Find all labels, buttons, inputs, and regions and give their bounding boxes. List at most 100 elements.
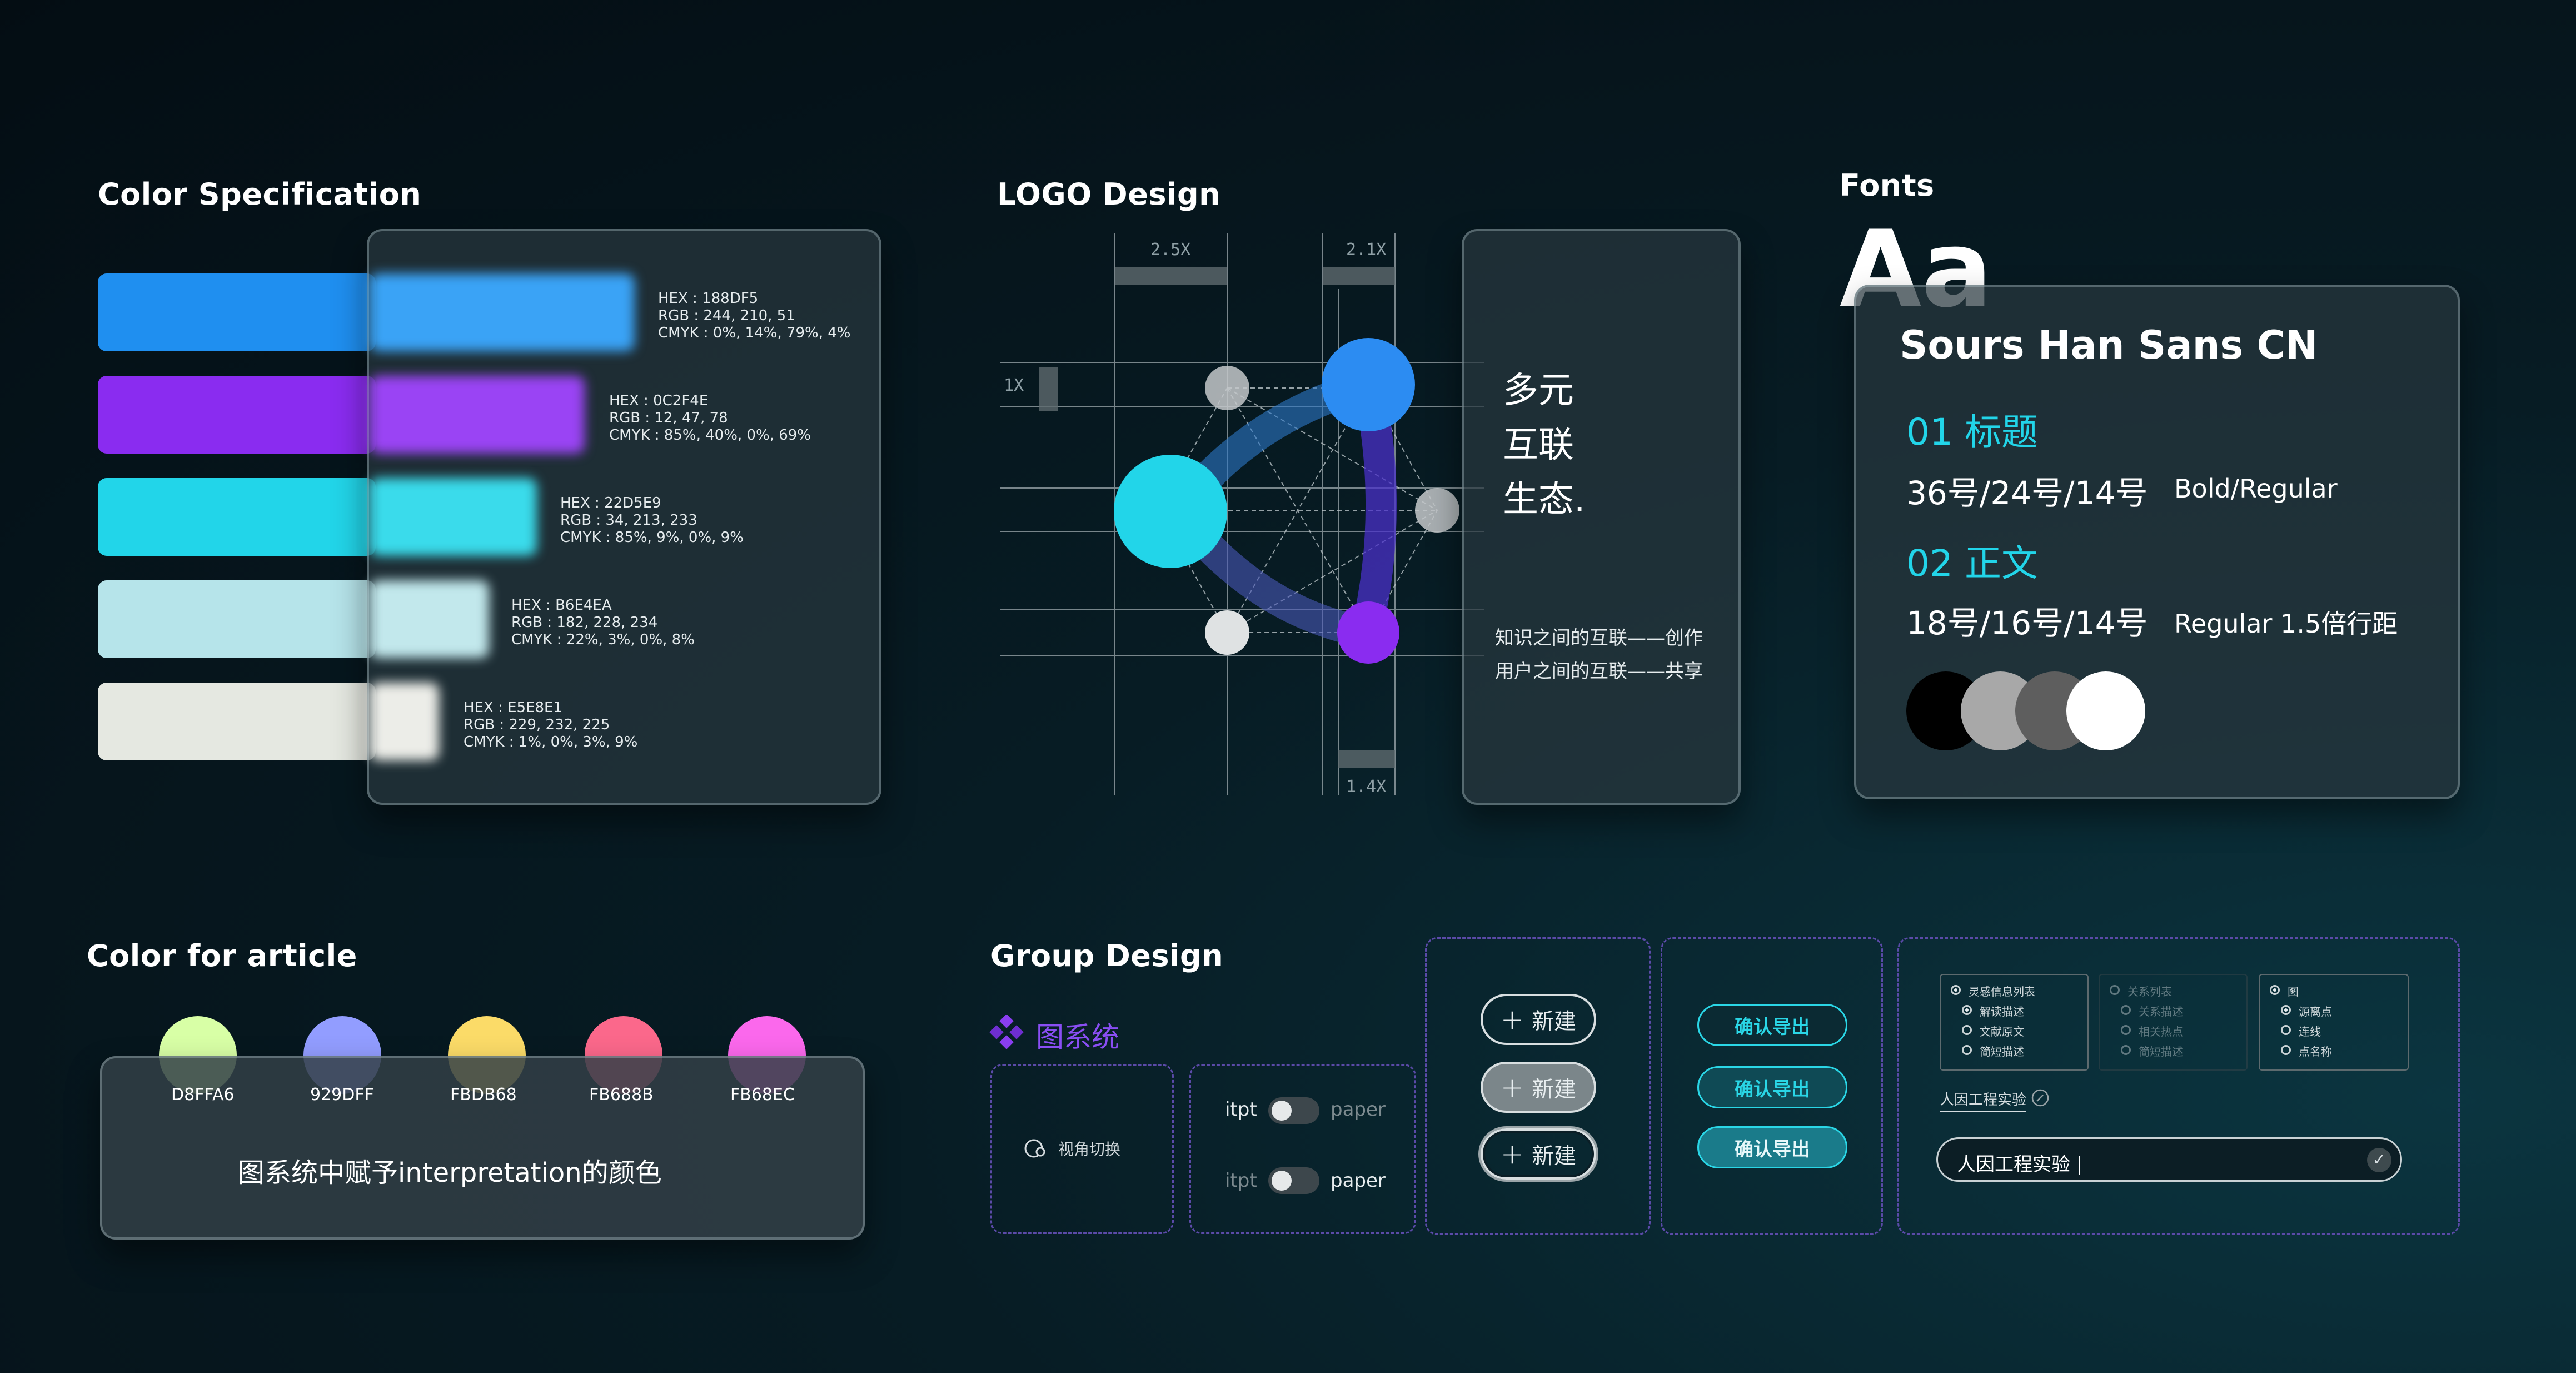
tag-label[interactable]: 人因工程实验	[1940, 1088, 2027, 1112]
logo-description: 知识之间的互联——创作 用户之间的互联——共享	[1495, 627, 1703, 683]
logo-headline: 多元 互联 生态.	[1503, 370, 1586, 520]
toggle-right-label-1: paper	[1331, 1098, 1386, 1121]
new-button-hover[interactable]: + 新建	[1481, 1062, 1596, 1113]
color-bar-5-blur	[370, 683, 439, 760]
article-color-label-5: FB68EC	[730, 1085, 795, 1105]
toggle-left-label-1: itpt	[1225, 1098, 1257, 1121]
fonts-panel	[1854, 285, 2460, 799]
logo-construction-diagram	[1000, 233, 1484, 795]
plus-icon: +	[1501, 1138, 1524, 1170]
list-panel-3-item-3: 点名称	[2299, 1045, 2332, 1058]
list-panel-2-item-radio-1[interactable]	[2121, 1005, 2131, 1015]
view-switch-label: 视角切换	[1058, 1140, 1121, 1158]
text-input[interactable]: 人因工程实验 | ✓	[1936, 1137, 2402, 1182]
font-h2-label: 02 正文	[1906, 542, 2038, 585]
list-panel-3-item-radio-3[interactable]	[2281, 1045, 2291, 1055]
list-panel-1-item-1: 解读描述	[1980, 1005, 2024, 1018]
list-panel-1-item-radio-2[interactable]	[1962, 1025, 1972, 1035]
list-panel-2-item-radio-3[interactable]	[2121, 1045, 2131, 1055]
list-panel-1-item-2: 文献原文	[1980, 1025, 2024, 1038]
list-panel-3-title: 图	[2288, 985, 2299, 998]
list-panel-1-title: 灵感信息列表	[1969, 985, 2035, 998]
article-color-panel	[100, 1056, 865, 1240]
list-panel-1-radio[interactable]	[1951, 985, 1961, 995]
color-bar-3	[98, 478, 376, 556]
font-h1-sizes: 36号/24号/14号	[1906, 474, 2148, 512]
list-panel-1-item-radio-1[interactable]	[1962, 1005, 1972, 1015]
dim-label-2-1x: 2.1X	[1346, 240, 1387, 260]
confirm-check-icon[interactable]: ✓	[2367, 1148, 2391, 1172]
list-panels-box	[1897, 937, 2460, 1235]
color-bar-2	[98, 376, 376, 454]
new-button-label: 新建	[1531, 1009, 1576, 1034]
list-panel-2-radio[interactable]	[2110, 985, 2120, 995]
article-color-label-2: 929DFF	[310, 1085, 374, 1105]
fonts-title: Fonts	[1840, 168, 1935, 203]
list-panel-1-item-3: 简短描述	[1980, 1045, 2024, 1058]
new-button-pressed[interactable]: + 新建	[1481, 1128, 1596, 1180]
export-button-hover[interactable]: 确认导出	[1697, 1066, 1847, 1108]
list-panel-3-item-radio-1[interactable]	[2281, 1005, 2291, 1015]
graph-system-brand-label: 图系统	[1036, 1021, 1119, 1053]
list-panel-3	[2259, 974, 2409, 1071]
font-h1-label: 01 标题	[1906, 411, 2038, 454]
new-button-label: 新建	[1531, 1077, 1576, 1102]
font-h2-sizes: 18号/16号/14号	[1906, 604, 2148, 642]
list-panel-2-item-3: 简短描述	[2139, 1045, 2183, 1058]
list-panel-2: 关系列表 关系描述 相关热点 简短描述	[2099, 974, 2248, 1071]
text-input-value: 人因工程实验 |	[1957, 1153, 2083, 1176]
color-bar-4-blur	[370, 580, 489, 658]
color-bar-4	[98, 580, 376, 658]
toggle-right-label-2: paper	[1331, 1170, 1386, 1192]
article-color-label-3: FBDB68	[450, 1085, 517, 1105]
article-color-label-4: FB688B	[589, 1085, 654, 1105]
view-switch-icon	[1024, 1139, 1045, 1158]
view-switch-button[interactable]: 视角切换	[1024, 1137, 1120, 1160]
list-panel-2-title: 关系列表	[2127, 985, 2172, 998]
view-switch-box	[990, 1064, 1174, 1234]
edit-icon[interactable]	[2031, 1088, 2050, 1107]
color-bar-1-blur	[370, 273, 635, 351]
color-bar-1	[98, 273, 376, 351]
export-button-box	[1661, 937, 1883, 1235]
export-button-outline[interactable]: 确认导出	[1697, 1004, 1847, 1046]
dim-label-1x: 1X	[1004, 376, 1024, 395]
plus-icon: +	[1501, 1071, 1524, 1103]
font-h2-weights: Regular 1.5倍行距	[2174, 609, 2398, 639]
graph-system-logo-icon	[989, 1015, 1024, 1049]
toggle-left-label-2: itpt	[1225, 1170, 1257, 1192]
color-bar-3-blur	[370, 478, 537, 556]
font-color-swatch-white	[2066, 671, 2145, 750]
list-panel-1-item-radio-3[interactable]	[1962, 1045, 1972, 1055]
toggle-switch-2[interactable]	[1268, 1167, 1319, 1194]
article-color-title: Color for article	[87, 938, 357, 973]
list-panel-2-item-1: 关系描述	[2139, 1005, 2183, 1018]
toggle-box	[1189, 1064, 1416, 1234]
new-button-box	[1425, 937, 1651, 1235]
export-button-filled[interactable]: 确认导出	[1697, 1126, 1847, 1168]
color-spec-title: Color Specification	[98, 177, 422, 212]
font-h1-weights: Bold/Regular	[2174, 474, 2338, 504]
list-panel-3-radio[interactable]	[2270, 985, 2280, 995]
article-color-caption: 图系统中赋予interpretation的颜色	[238, 1157, 662, 1188]
list-panel-3-item-radio-2[interactable]	[2281, 1025, 2291, 1035]
list-panel-3-item-1: 源离点	[2299, 1005, 2332, 1018]
font-family-name: Sours Han Sans CN	[1900, 322, 2318, 368]
list-panel-2-item-radio-2[interactable]	[2121, 1025, 2131, 1035]
article-color-label-1: D8FFA6	[171, 1085, 235, 1105]
new-button-outline[interactable]: + 新建	[1481, 994, 1596, 1045]
list-panel-2-item-2: 相关热点	[2139, 1025, 2183, 1038]
color-bar-2-blur	[370, 376, 585, 454]
toggle-switch-1[interactable]	[1268, 1097, 1319, 1124]
dim-label-2-5x: 2.5X	[1150, 240, 1191, 260]
dim-label-1-4x: 1.4X	[1346, 777, 1387, 797]
plus-icon: +	[1501, 1003, 1524, 1036]
logo-text-panel	[1462, 229, 1741, 805]
new-button-label: 新建	[1531, 1143, 1576, 1169]
color-bar-5	[98, 683, 376, 760]
